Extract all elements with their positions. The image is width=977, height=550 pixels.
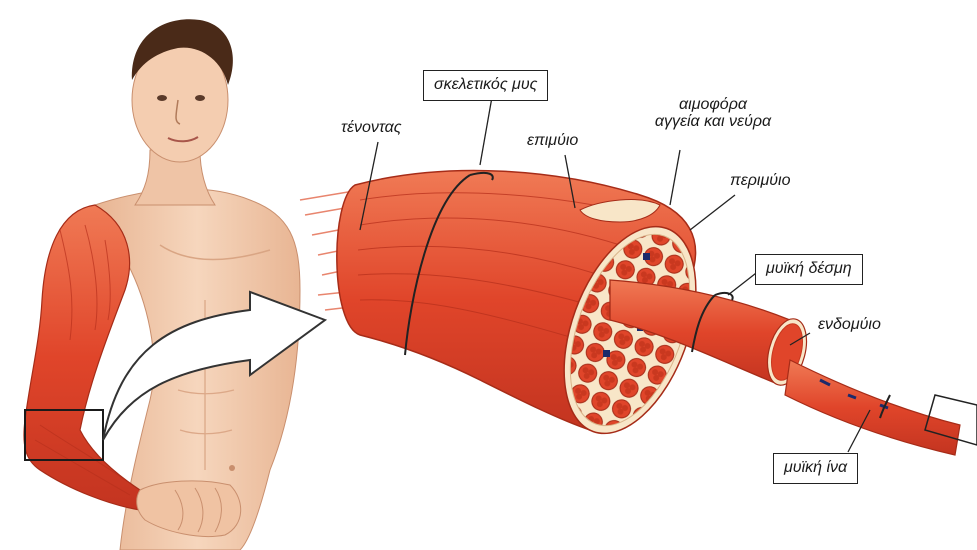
muscle-bundle-diagram: [300, 171, 977, 455]
label-blood-vessels: αιμοφόρα αγγεία και νεύρα: [638, 97, 788, 131]
label-muscle-fiber: μυϊκή ίνα: [773, 453, 858, 484]
label-endomysium: ενδομύιο: [818, 317, 881, 334]
label-perimysium: περιμύιο: [730, 173, 790, 190]
label-blood-vessels-line2: αγγεία και νεύρα: [638, 114, 788, 131]
human-figure: [24, 19, 300, 550]
label-tendon: τένοντας: [341, 120, 402, 137]
label-epimysium: επιμύιο: [527, 133, 578, 150]
label-skeletal-muscle: σκελετικός μυς: [423, 70, 548, 101]
label-blood-vessels-line1: αιμοφόρα: [638, 97, 788, 114]
label-muscle-bundle: μυϊκή δέσμη: [755, 254, 863, 285]
